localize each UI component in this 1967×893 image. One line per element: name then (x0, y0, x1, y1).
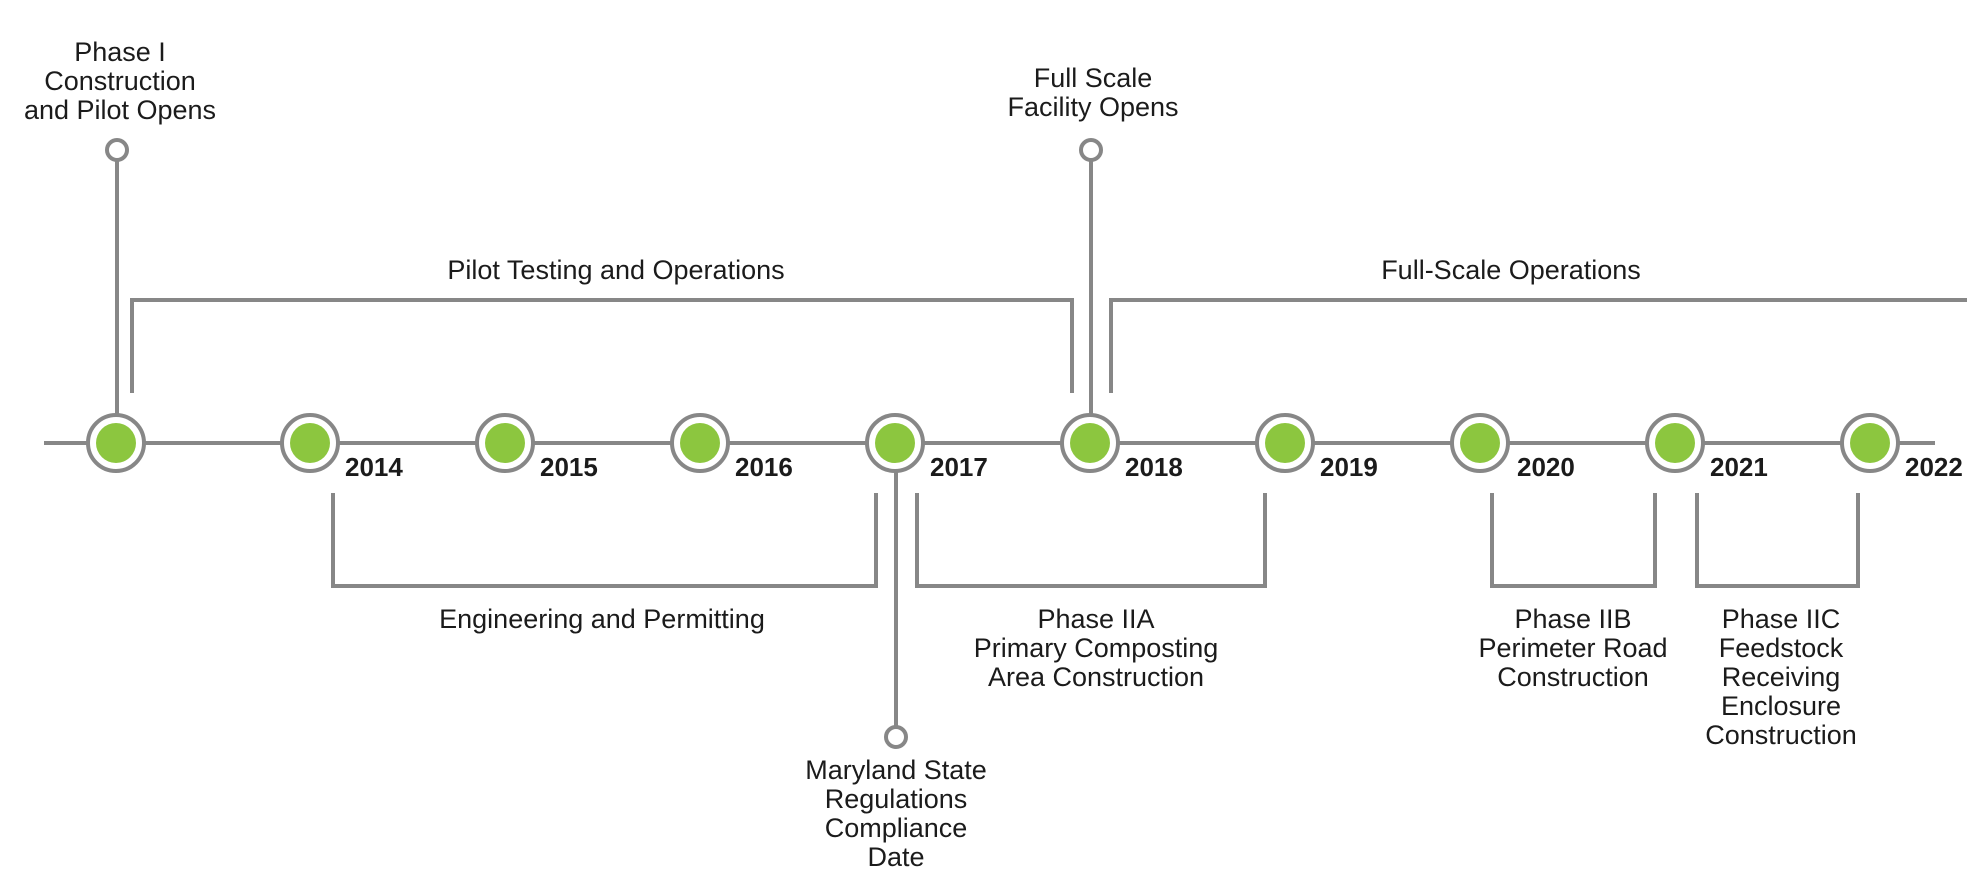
year-labels: 2014 2015 2016 2017 2018 2019 2020 2021 … (345, 452, 1963, 482)
node-dot (1850, 423, 1890, 463)
year-label: 2020 (1517, 452, 1575, 482)
timeline-node (1255, 413, 1315, 473)
node-dot (680, 423, 720, 463)
period-engineering-label: Engineering and Permitting (439, 604, 765, 634)
label-line: Construction (1497, 662, 1649, 692)
year-label: 2015 (540, 452, 598, 482)
label-line: Date (867, 842, 924, 872)
node-dot (485, 423, 525, 463)
bracket-phase-iic (1695, 493, 1860, 588)
bracket-pilot-testing (130, 298, 1074, 393)
label-line: Phase IIA (1037, 604, 1154, 634)
node-dot (96, 423, 136, 463)
label-line: Phase I (74, 37, 166, 67)
timeline-node (1450, 413, 1510, 473)
timeline-node (1060, 413, 1120, 473)
label-line: Construction (1705, 720, 1857, 750)
label-line: Full Scale (1034, 63, 1153, 93)
label-line: Facility Opens (1007, 92, 1178, 122)
label-line: Maryland State (805, 755, 987, 785)
milestone-maryland-marker (884, 725, 908, 749)
year-label: 2018 (1125, 452, 1183, 482)
label-line: Phase IIB (1514, 604, 1631, 634)
label-line: Construction (44, 66, 196, 96)
year-label: 2016 (735, 452, 793, 482)
label-line: Pilot Testing and Operations (447, 255, 784, 285)
bracket-full-scale-operations (1109, 298, 1967, 393)
year-nodes (86, 413, 1900, 473)
timeline-node (86, 413, 146, 473)
bracket-engineering-permitting (331, 493, 878, 588)
label-line: Full-Scale Operations (1381, 255, 1641, 285)
label-line: Engineering and Permitting (439, 604, 765, 634)
node-dot (1070, 423, 1110, 463)
timeline-node (280, 413, 340, 473)
node-dot (1265, 423, 1305, 463)
year-label: 2022 (1905, 452, 1963, 482)
timeline-node (865, 413, 925, 473)
year-label: 2014 (345, 452, 403, 482)
label-line: Phase IIC (1722, 604, 1841, 634)
label-line: Area Construction (988, 662, 1204, 692)
bracket-phase-iib (1490, 493, 1657, 588)
timeline-node (475, 413, 535, 473)
label-line: Compliance (825, 813, 968, 843)
year-label: 2021 (1710, 452, 1768, 482)
label-line: Enclosure (1721, 691, 1841, 721)
label-line: Receiving (1722, 662, 1841, 692)
node-dot (1460, 423, 1500, 463)
period-pilot-testing-label: Pilot Testing and Operations (447, 255, 784, 285)
label-line: Primary Composting (974, 633, 1219, 663)
label-line: Feedstock (1719, 633, 1844, 663)
label-line: Regulations (825, 784, 968, 814)
timeline-node (1645, 413, 1705, 473)
node-dot (290, 423, 330, 463)
node-dot (875, 423, 915, 463)
year-label: 2017 (930, 452, 988, 482)
bracket-phase-iia (915, 493, 1267, 588)
label-line: Perimeter Road (1478, 633, 1667, 663)
node-dot (1655, 423, 1695, 463)
timeline-node (1840, 413, 1900, 473)
timeline-node (670, 413, 730, 473)
label-line: and Pilot Opens (24, 95, 216, 125)
period-full-scale-operations-label: Full-Scale Operations (1381, 255, 1641, 285)
year-label: 2019 (1320, 452, 1378, 482)
milestone-phase-i-marker (105, 138, 129, 162)
milestone-full-scale-marker (1079, 138, 1103, 162)
